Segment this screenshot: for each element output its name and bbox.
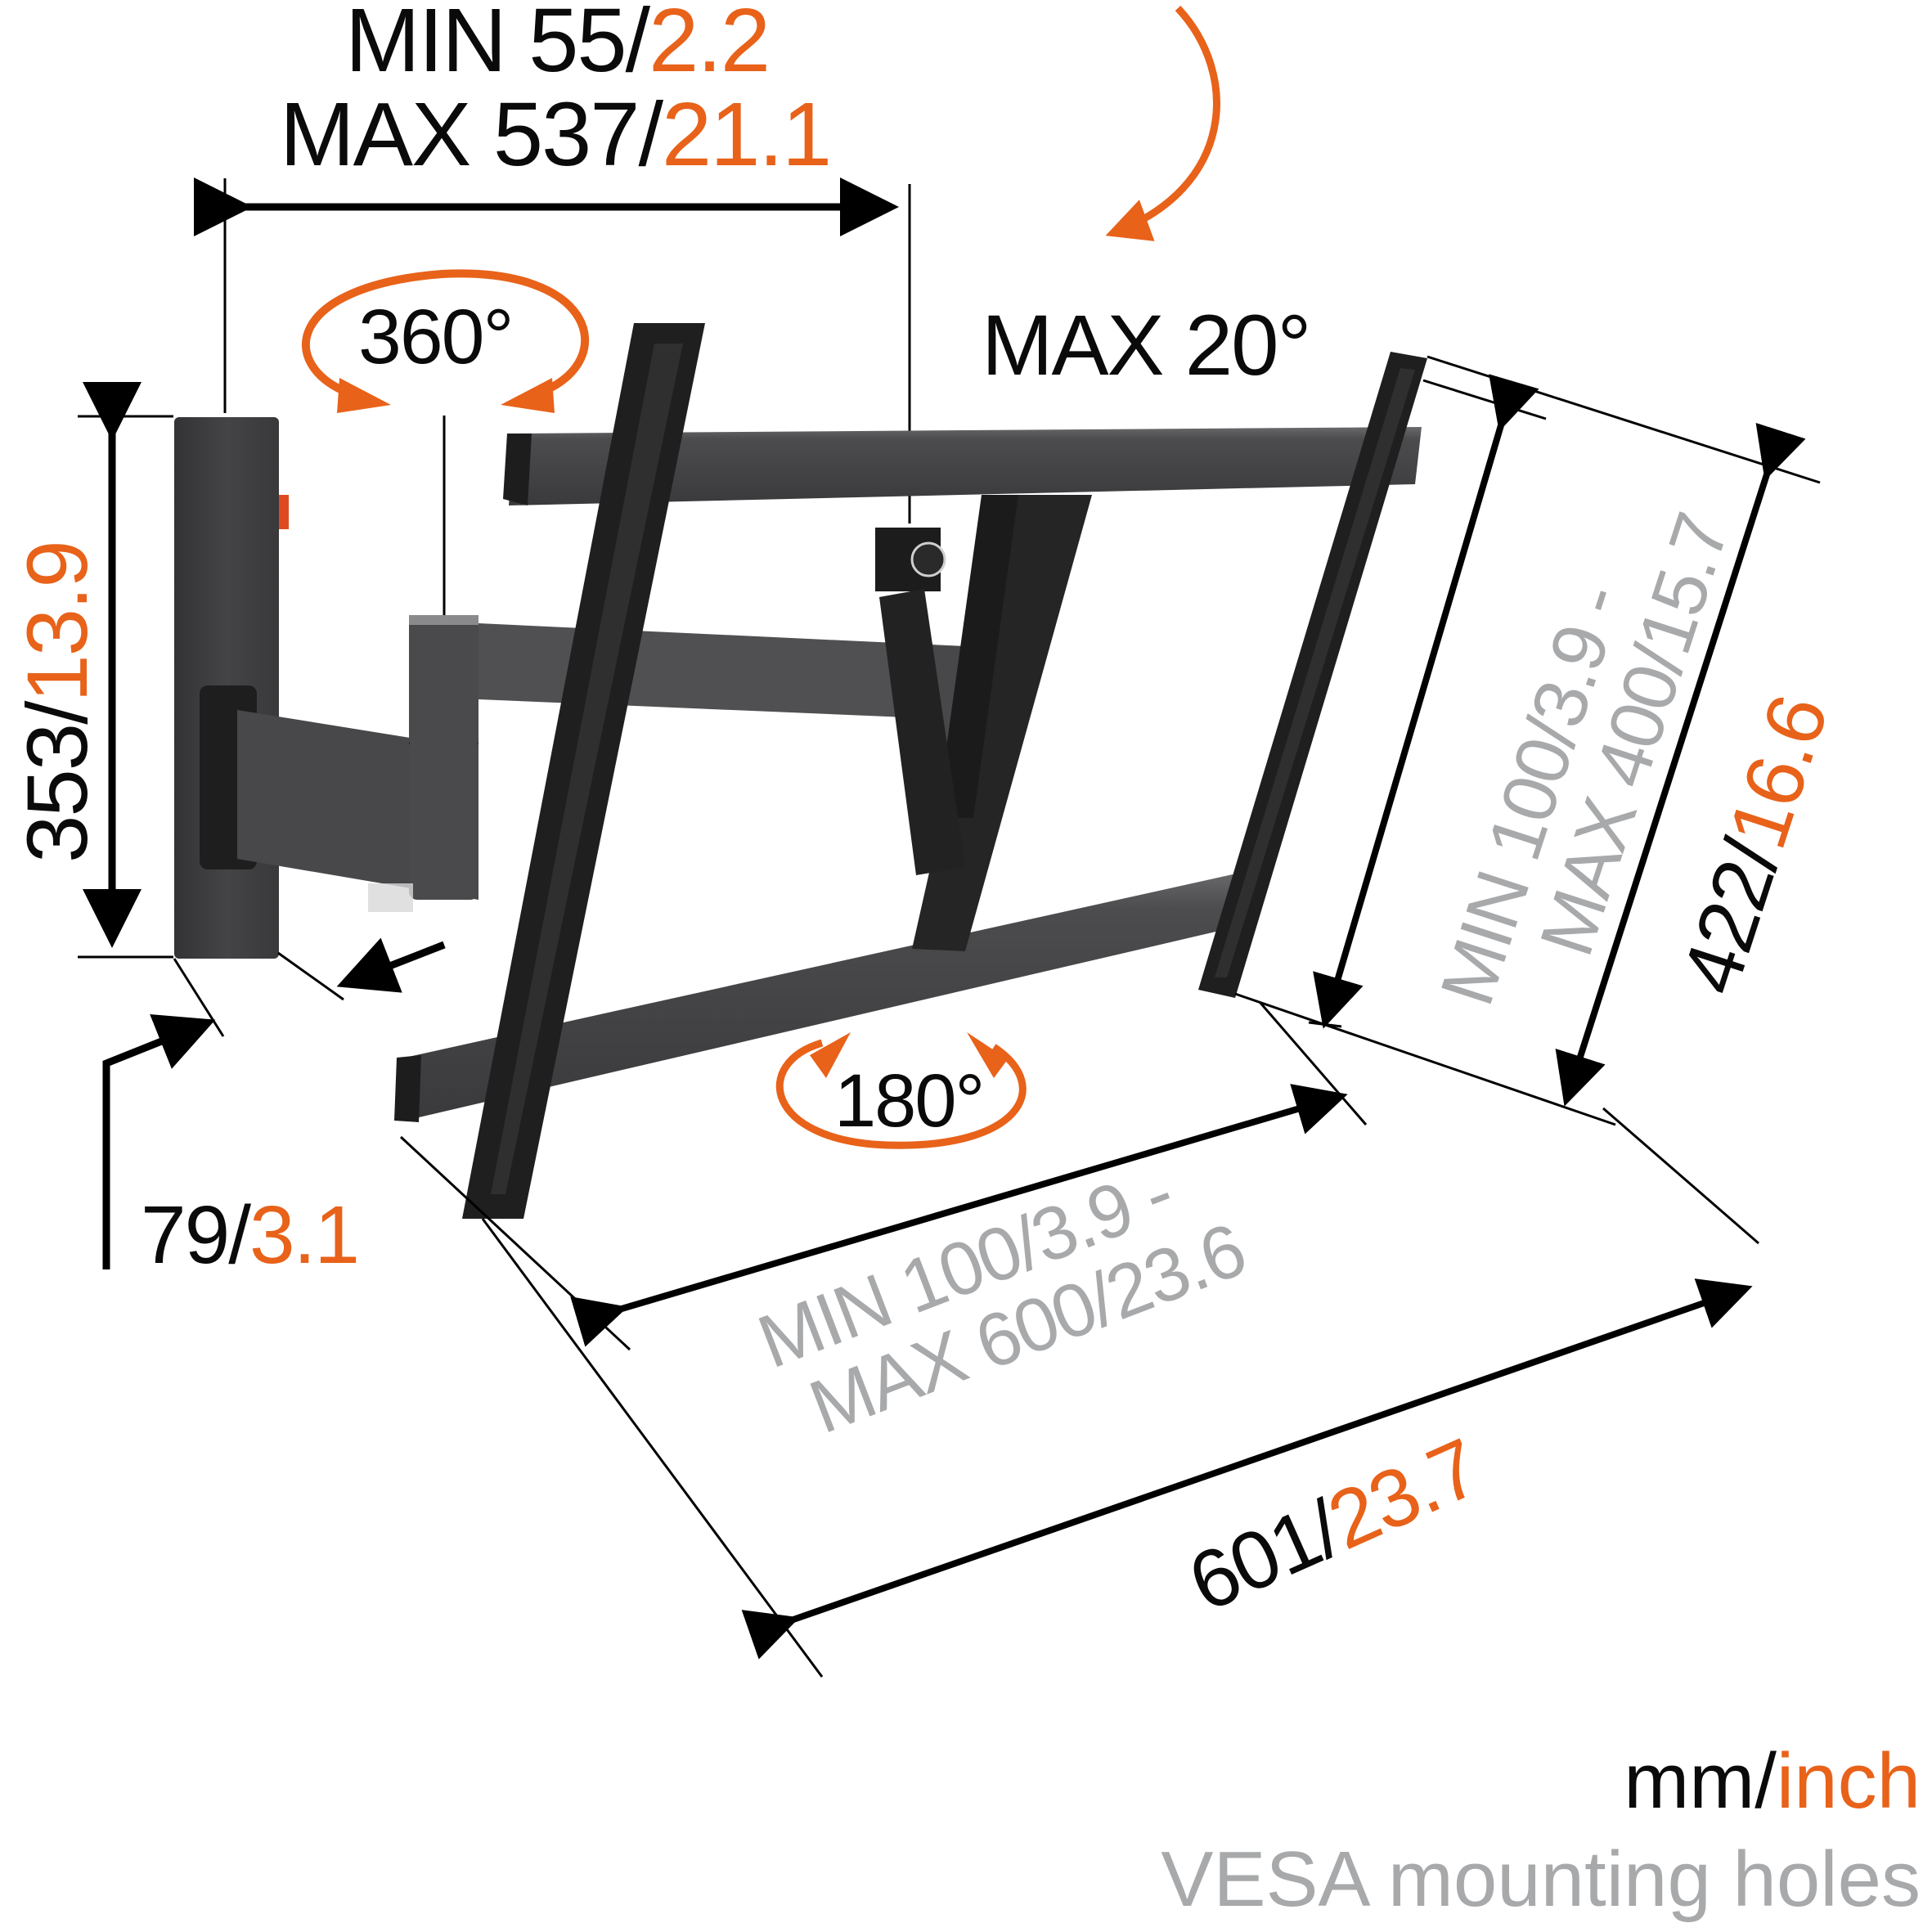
extension-min-label: MIN 55/2.2 [345, 0, 771, 86]
wall-plate-height-label: 353/13.9 [10, 541, 106, 863]
interface-width-arrow [481, 1107, 1759, 1678]
vesa-strip-left [462, 323, 705, 1219]
wall-plate-height-arrow [78, 382, 173, 959]
unit-legend: mm/inch [1624, 1742, 1921, 1821]
rotate-label: 180° [834, 1059, 985, 1143]
extension-min-inch: 2.2 [649, 0, 771, 91]
extension-max-label: MAX 537/21.1 [280, 90, 832, 180]
interface-height-arrow [1234, 422, 1806, 1126]
unit-legend-mm: mm/ [1624, 1737, 1777, 1825]
wall-depth-arrow [102, 937, 446, 1269]
inner-arm [200, 685, 479, 912]
rotate-180-arrows-icon [775, 1032, 1027, 1149]
wall-plate-height-inch: 13.9 [10, 541, 106, 703]
tilt-mechanism [875, 495, 1092, 951]
wall-plate-red-tab [279, 495, 289, 529]
swivel-label: 360° [358, 294, 514, 380]
unit-legend-inch: inch [1776, 1737, 1921, 1825]
vesa-horizontal-arrow [399, 1001, 1368, 1351]
extension-max-inch: 21.1 [662, 84, 832, 185]
wall-plate-height-mm: 353/ [10, 702, 106, 863]
wall-depth-label: 79/3.1 [141, 1194, 360, 1276]
extension-max-mm: MAX 537/ [280, 84, 663, 185]
extension-min-mm: MIN 55/ [345, 0, 650, 91]
wall-depth-inch: 3.1 [249, 1189, 360, 1281]
vesa-legend: VESA mounting holes [1161, 1835, 1921, 1923]
swivel-360-arrows-icon [302, 269, 590, 618]
wall-depth-mm: 79/ [141, 1189, 251, 1281]
tilt-arrow-icon [1105, 5, 1220, 241]
top-rail [503, 427, 1422, 505]
bottom-rail [394, 871, 1247, 1122]
tilt-label: MAX 20° [982, 298, 1311, 393]
